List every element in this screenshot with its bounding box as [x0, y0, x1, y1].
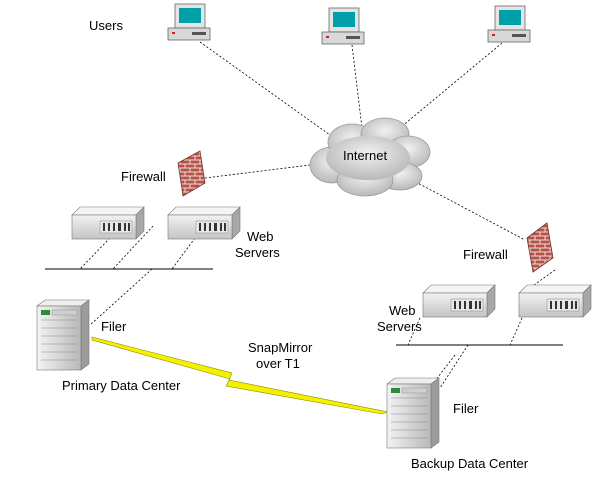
- network-switches: [45, 268, 563, 346]
- tower-filer-icon: [36, 299, 90, 371]
- link-switch-filer-backup: [439, 344, 469, 389]
- brick-firewall-icon: [526, 222, 554, 273]
- filer-primary-label: Filer: [101, 319, 127, 334]
- link-user2-internet: [351, 44, 363, 129]
- firewall-primary-label: Firewall: [121, 169, 166, 184]
- filer-backup-label: Filer: [453, 401, 479, 416]
- link-switch-filer-primary: [89, 268, 153, 326]
- web-servers-primary-label-line2: Servers: [235, 245, 280, 260]
- tower-filer-icon: [386, 377, 440, 449]
- users-label: Users: [89, 18, 123, 33]
- snapmirror-lightning-icon: [91, 336, 390, 415]
- link-internet-firewall-primary: [204, 164, 311, 179]
- link-webserver3-backup: [407, 317, 421, 346]
- link-user1-internet: [199, 41, 331, 136]
- internet-label: Internet: [343, 148, 388, 163]
- internet-cloud-icon: [309, 117, 431, 197]
- primary-data-center-label: Primary Data Center: [62, 378, 181, 393]
- link-firewall-backup-switch: [519, 269, 556, 296]
- desktop-computer-icon: [167, 3, 211, 41]
- backup-data-center-label: Backup Data Center: [411, 456, 529, 471]
- link-webserver2-switch: [171, 237, 196, 270]
- link-user3-internet: [394, 42, 503, 133]
- rack-server-icon: [422, 284, 496, 318]
- link-webserver4-backup: [509, 317, 523, 346]
- brick-firewall-icon: [177, 150, 206, 197]
- desktop-computer-icon: [487, 5, 531, 43]
- rack-server-icon: [71, 206, 145, 240]
- rack-server-icon: [518, 284, 592, 318]
- web-servers-primary-label-line1: Web: [247, 229, 274, 244]
- connection-lines: [79, 41, 556, 391]
- snapmirror-label-line1: SnapMirror: [248, 340, 313, 355]
- desktop-computer-icon: [321, 7, 365, 45]
- link-webserver1-firewall: [112, 225, 154, 270]
- web-servers-backup-label-line2: Servers: [377, 319, 422, 334]
- link-webserver1-switch: [79, 237, 111, 270]
- link-internet-firewall-backup: [411, 179, 526, 241]
- rack-server-icon: [167, 206, 241, 240]
- snapmirror-label-line2: over T1: [256, 356, 300, 371]
- web-servers-backup-label-line1: Web: [389, 303, 416, 318]
- firewall-backup-label: Firewall: [463, 247, 508, 262]
